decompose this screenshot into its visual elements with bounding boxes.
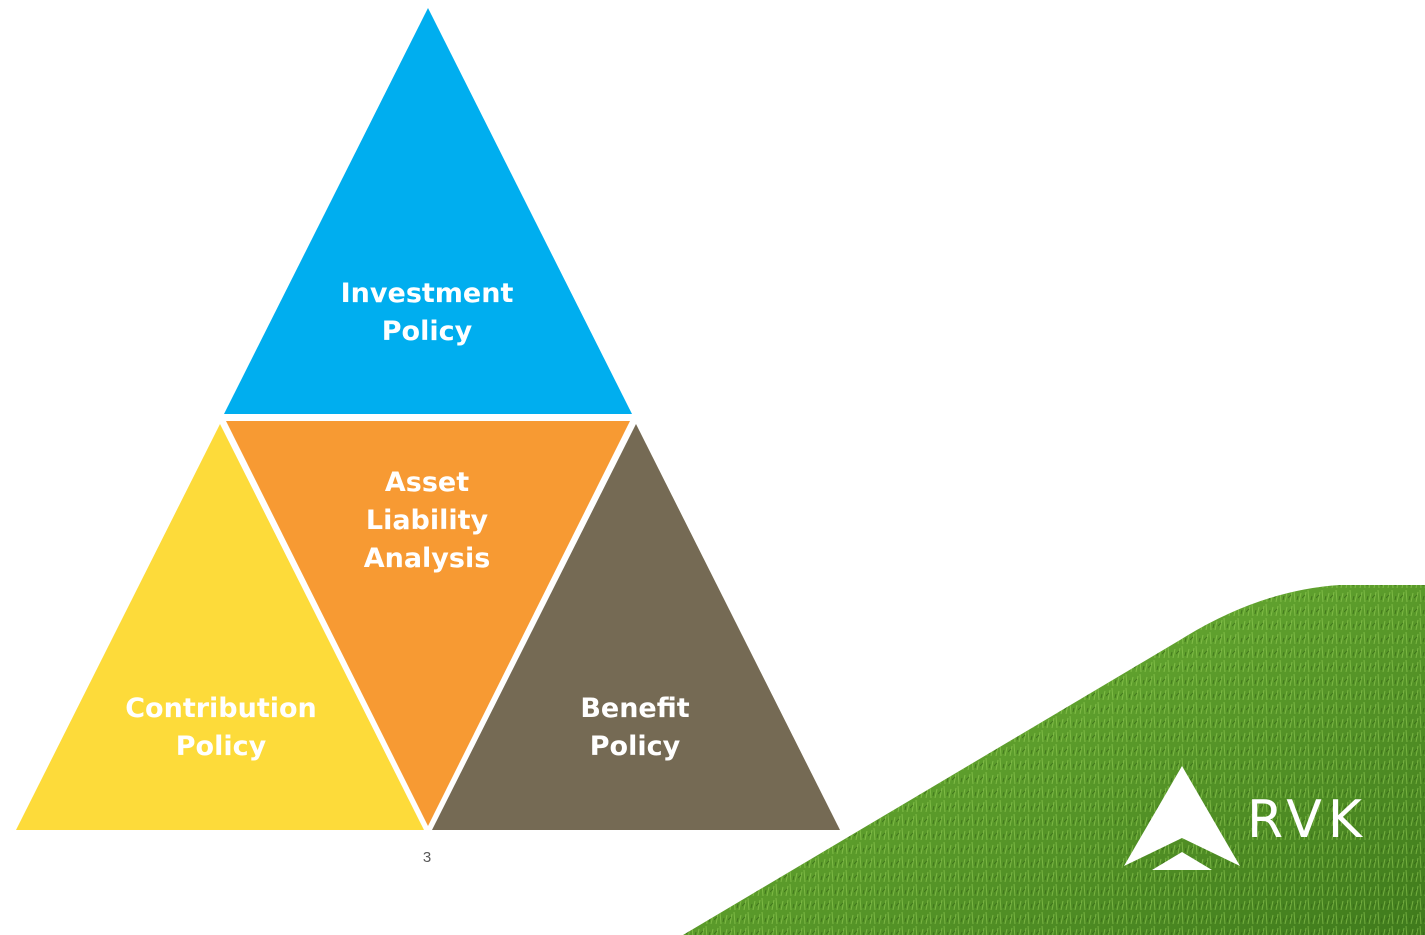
label-line: Liability [365,505,489,536]
label-line: Benefit [580,693,690,724]
investment-policy-triangle [224,8,632,414]
benefit-policy-label: Benefit Policy [580,690,689,766]
label-line: Policy [175,731,267,762]
label-line: Policy [589,731,681,762]
grass-hill-image [683,585,1425,935]
contribution-policy-triangle [16,424,424,830]
brand-name: RVK [1247,790,1368,850]
label-line: Asset [384,467,470,498]
rvk-logo-icon [1124,766,1240,870]
contribution-policy-label: Contribution Policy [125,690,317,766]
label-line: Contribution [125,693,317,724]
asset-liability-analysis-label: Asset Liability Analysis [364,464,491,578]
benefit-policy-triangle [432,424,840,830]
asset-liability-triangle [226,421,630,826]
label-line: Policy [381,316,473,347]
label-line: Investment [340,278,514,309]
label-line: Analysis [363,543,491,574]
page-number: 3 [422,849,432,866]
investment-policy-label: Investment Policy [341,275,514,351]
